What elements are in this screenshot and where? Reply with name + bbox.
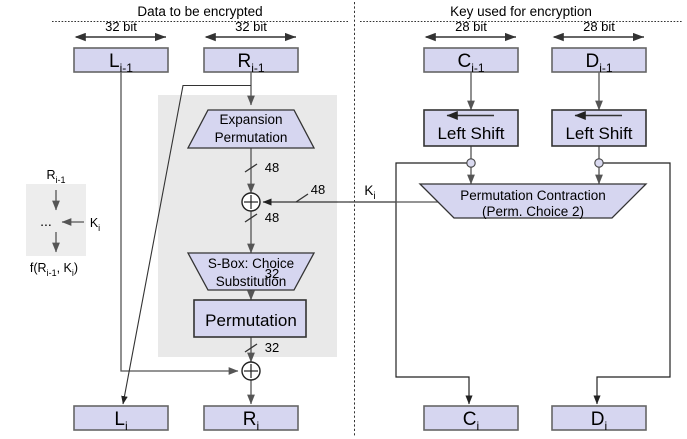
wire-C-feedback [395, 162, 473, 405]
bits-after-expansion: 48 [265, 160, 279, 175]
box-left-shift-C [423, 109, 519, 147]
width-label-R: 32 bit [235, 19, 267, 34]
wire-D-feedback [593, 162, 671, 405]
label-subkey-Ki: Ki [364, 183, 375, 202]
shape-permutation-contraction [418, 183, 648, 219]
box-R-next [203, 405, 299, 431]
width-label-C: 28 bit [455, 19, 487, 34]
box-D-next [551, 405, 647, 431]
bit-slash-32-b [244, 343, 258, 353]
junction-dot-D [594, 158, 604, 168]
header-data-title: Data to be encrypted [137, 4, 262, 19]
shape-expansion-permutation [186, 109, 316, 149]
bit-slash-48-c [295, 193, 309, 203]
label-sbox-line1: S-Box: Choice [208, 256, 294, 271]
label-left-shift-C: Left Shift [437, 124, 504, 143]
box-C-prev [423, 47, 519, 73]
wire-L-to-xor [120, 72, 239, 375]
legend-label-output: f(Ri-1, Ki) [30, 261, 78, 278]
bit-slash-48-a [244, 163, 258, 173]
bits-after-sbox: 32 [265, 266, 279, 281]
wire-R-branch-to-Li [121, 84, 251, 405]
legend-label-input: Ri-1 [46, 168, 65, 185]
bits-key-in: 48 [311, 182, 325, 197]
box-R-prev [203, 47, 299, 73]
header-key-title: Key used for encryption [450, 4, 592, 19]
box-D-prev [551, 47, 647, 73]
label-L-prev: Li-1 [109, 51, 133, 75]
width-label-D: 28 bit [583, 19, 615, 34]
legend-label-key: Ki [90, 216, 100, 233]
label-R-prev: Ri-1 [237, 51, 264, 75]
shape-sbox-substitution [186, 252, 316, 291]
label-contraction-line2: (Perm. Choice 2) [482, 204, 584, 219]
label-L-next: Li [114, 409, 127, 433]
bits-after-xor: 48 [265, 210, 279, 225]
width-label-L: 32 bit [105, 19, 137, 34]
legend-label-dots: ... [40, 213, 52, 229]
label-expansion-line1: Expansion [219, 112, 282, 127]
box-C-next [423, 405, 519, 431]
box-permutation [193, 299, 307, 338]
label-C-prev: Ci-1 [457, 51, 484, 75]
label-permutation: Permutation [205, 311, 297, 330]
label-R-next: Ri [243, 409, 259, 433]
junction-dot-C [466, 158, 476, 168]
label-contraction-line1: Permutation Contraction [460, 188, 606, 203]
bits-after-permutation: 32 [265, 340, 279, 355]
box-L-next [73, 405, 169, 431]
label-D-next: Di [591, 409, 607, 433]
label-D-prev: Di-1 [585, 51, 612, 75]
label-C-next: Ci [463, 409, 479, 433]
label-left-shift-D: Left Shift [565, 124, 632, 143]
box-L-prev [73, 47, 169, 73]
label-sbox-line2: Substitution [216, 274, 287, 289]
label-expansion-line2: Permutation [215, 130, 288, 145]
bit-slash-48-b [244, 213, 258, 223]
